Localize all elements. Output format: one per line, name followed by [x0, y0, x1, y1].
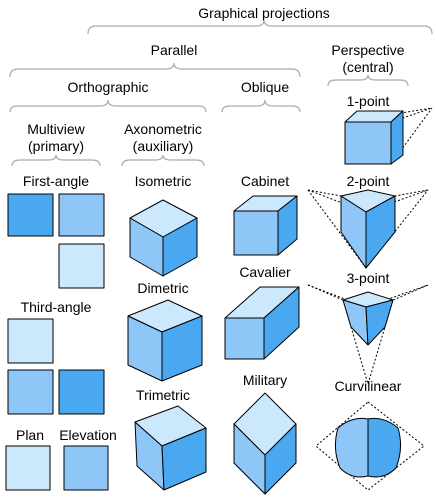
- label-parallel: Parallel: [151, 42, 198, 58]
- one-point-cube: [344, 107, 433, 165]
- label-axonometric: Axonometric: [124, 121, 202, 137]
- label-military: Military: [243, 372, 287, 388]
- label-one-point: 1-point: [347, 93, 390, 109]
- label-primary: (primary): [28, 138, 84, 154]
- third-angle-plan-view: [7, 318, 54, 364]
- brace-parallel: [9, 62, 301, 78]
- label-isometric: Isometric: [135, 173, 192, 189]
- brace-axonometric: [121, 154, 205, 167]
- label-auxiliary: (auxiliary): [133, 138, 194, 154]
- label-elevation: Elevation: [59, 427, 117, 443]
- third-angle-side-view: [7, 369, 54, 415]
- isometric-cube: [129, 199, 198, 277]
- label-two-point: 2-point: [347, 173, 390, 189]
- brace-oblique: [221, 99, 301, 113]
- brace-perspective: [327, 74, 409, 87]
- label-third-angle: Third-angle: [21, 299, 92, 315]
- cavalier-cube: [224, 286, 300, 360]
- label-cabinet: Cabinet: [241, 173, 289, 189]
- diagram-title: Graphical projections: [198, 5, 330, 21]
- label-orthographic: Orthographic: [68, 79, 149, 95]
- curvilinear-cube: [315, 401, 425, 491]
- brace-multiview: [11, 154, 101, 167]
- label-plan: Plan: [16, 427, 44, 443]
- plan-view: [5, 445, 51, 491]
- three-point-cube: [307, 284, 429, 386]
- third-angle-front-view: [58, 369, 105, 415]
- label-oblique: Oblique: [241, 79, 289, 95]
- label-three-point: 3-point: [347, 270, 390, 286]
- label-trimetric: Trimetric: [136, 387, 190, 403]
- cabinet-cube: [233, 195, 298, 256]
- brace-graphical: [87, 19, 433, 35]
- label-dimetric: Dimetric: [137, 280, 188, 296]
- first-angle-side-view: [58, 193, 105, 237]
- label-first-angle: First-angle: [23, 173, 89, 189]
- label-cavalier: Cavalier: [239, 264, 291, 280]
- brace-orthographic: [9, 99, 207, 113]
- label-curvilinear: Curvilinear: [335, 378, 402, 394]
- first-angle-plan-view: [58, 243, 105, 289]
- military-cube: [233, 392, 297, 495]
- label-multiview: Multiview: [27, 121, 85, 137]
- dimetric-cube: [127, 299, 203, 382]
- first-angle-front-view: [7, 193, 54, 237]
- two-point-cube: [307, 189, 429, 269]
- label-central: (central): [342, 59, 393, 75]
- trimetric-cube: [134, 405, 207, 491]
- elevation-view: [63, 445, 109, 491]
- label-perspective: Perspective: [331, 42, 404, 58]
